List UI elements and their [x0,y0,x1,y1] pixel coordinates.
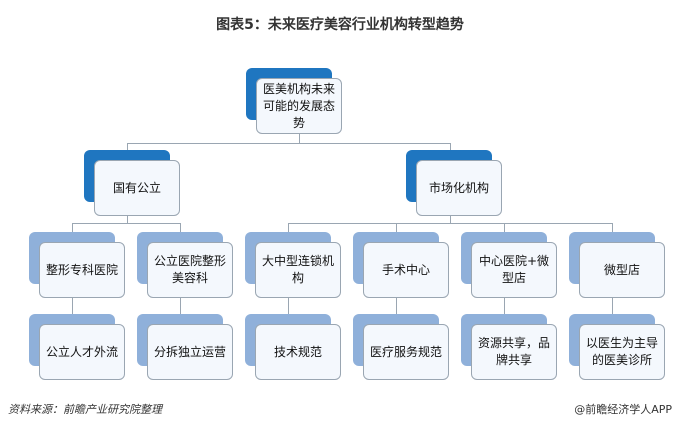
root-node: 医美机构未来可能的发展态势 [246,68,342,134]
connector [72,298,73,314]
connector [288,298,289,314]
connector [450,215,451,223]
node-label: 中心医院+微型店 [471,242,557,298]
node-label: 整形专科医院 [39,242,125,298]
node-label: 公立医院整形美容科 [147,242,233,298]
node-label: 公立人才外流 [39,324,125,380]
connector [504,223,505,232]
node-level2: 中心医院+微型店 [461,232,557,298]
connector [396,298,397,314]
node-level3: 技术规范 [245,314,341,380]
node-public: 国有公立 [84,150,180,216]
connector [72,223,73,232]
node-label: 微型店 [579,242,665,298]
node-label: 国有公立 [94,160,180,216]
node-label: 手术中心 [363,242,449,298]
node-level3: 资源共享，品牌共享 [461,314,557,380]
connector [180,223,181,232]
node-label: 市场化机构 [416,160,502,216]
connector [612,298,613,314]
node-level2: 公立医院整形美容科 [137,232,233,298]
connector [288,223,612,224]
node-level3: 以医生为主导的医美诊所 [569,314,665,380]
connector [450,143,451,151]
node-level2: 微型店 [569,232,665,298]
connector [504,298,505,314]
node-label: 资源共享，品牌共享 [471,324,557,380]
connector [612,223,613,232]
node-level2: 整形专科医院 [29,232,125,298]
connector [127,143,128,151]
node-level3: 医疗服务规范 [353,314,449,380]
node-label: 分拆独立运营 [147,324,233,380]
node-label: 医疗服务规范 [363,324,449,380]
connector [127,143,451,144]
credit: @前瞻经济学人APP [574,403,672,416]
node-level3: 分拆独立运营 [137,314,233,380]
connector [299,133,300,143]
connector [127,215,128,223]
node-level2: 手术中心 [353,232,449,298]
node-label: 技术规范 [255,324,341,380]
node-label: 以医生为主导的医美诊所 [579,324,665,380]
diagram-title: 图表5：未来医疗美容行业机构转型趋势 [216,17,464,33]
node-market: 市场化机构 [406,150,502,216]
node-label: 医美机构未来可能的发展态势 [256,78,342,134]
node-level3: 公立人才外流 [29,314,125,380]
node-label: 大中型连锁机构 [255,242,341,298]
connector [288,223,289,232]
node-level2: 大中型连锁机构 [245,232,341,298]
source-note: 资料来源：前瞻产业研究院整理 [8,403,162,416]
connector [180,298,181,314]
connector [72,223,180,224]
connector [396,223,397,232]
